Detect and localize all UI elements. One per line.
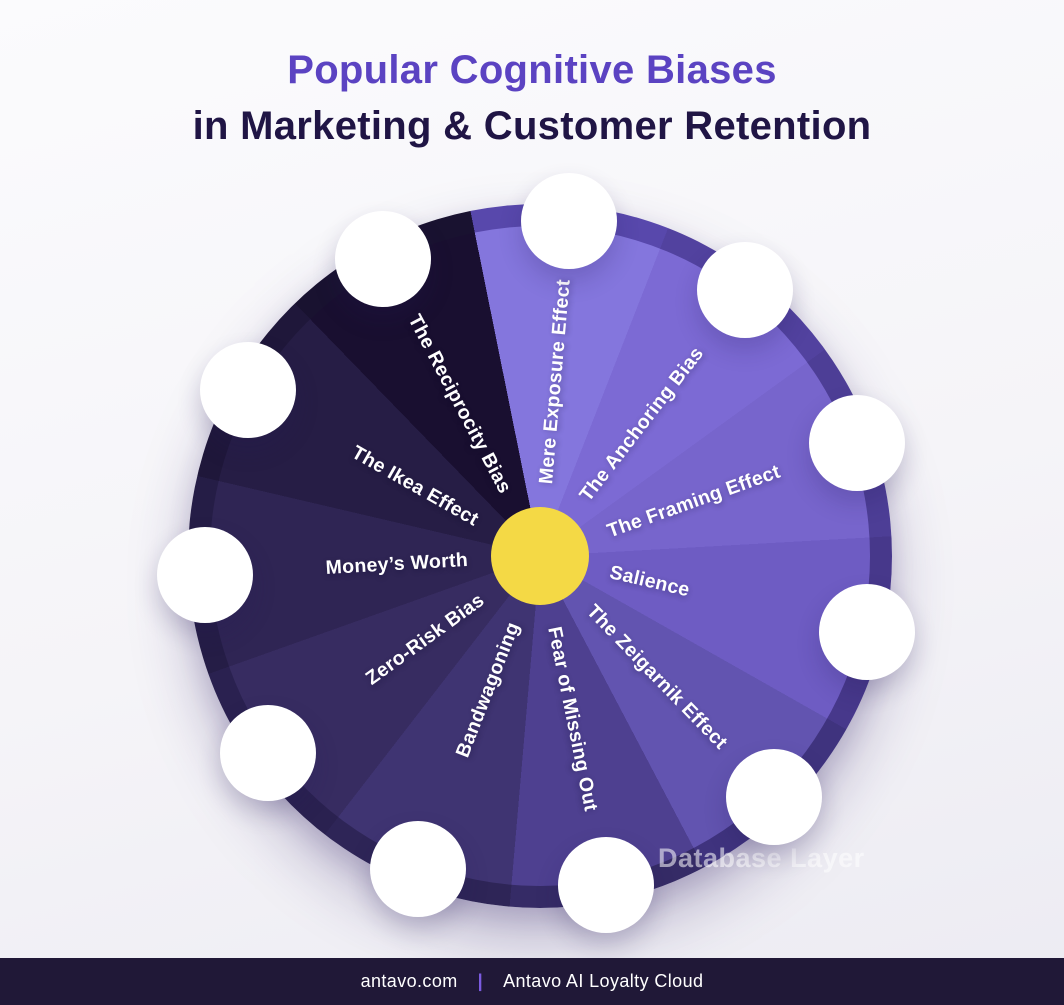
title-line-1: Popular Cognitive Biases bbox=[287, 48, 777, 92]
money-bag-icon: $ bbox=[185, 554, 224, 598]
puzzle-icon bbox=[754, 786, 791, 822]
segment-icon-badge bbox=[725, 749, 822, 846]
segment-icon-badge bbox=[697, 242, 794, 339]
footer-site-url: antavo.com bbox=[360, 971, 458, 991]
stamp-icon bbox=[837, 420, 877, 467]
tools-icon bbox=[219, 361, 275, 420]
segment-icon-badge bbox=[335, 210, 432, 307]
title-line-2: in Marketing & Customer Retention bbox=[192, 104, 872, 148]
watermark-text: Database Layer bbox=[658, 843, 865, 873]
segment-icon-badge bbox=[521, 173, 618, 270]
shield-check-icon bbox=[248, 730, 287, 776]
heart-icon bbox=[363, 242, 404, 280]
footer-bar: antavo.com | Antavo AI Loyalty Cloud bbox=[0, 958, 1064, 1005]
segment-icon-badge: $ bbox=[156, 526, 253, 623]
page-title: Popular Cognitive Biases in Marketing & … bbox=[0, 42, 1064, 154]
train-icon bbox=[399, 848, 438, 887]
footer-separator: | bbox=[477, 971, 484, 991]
svg-text:$: $ bbox=[198, 570, 210, 595]
star-icon bbox=[842, 615, 892, 659]
segment-icon-badge bbox=[369, 820, 466, 917]
footer-brand: Antavo AI Loyalty Cloud bbox=[503, 971, 704, 991]
stopwatch-icon bbox=[586, 861, 625, 909]
wheel-center-disc bbox=[491, 507, 589, 605]
eye-icon bbox=[543, 196, 595, 241]
segment-icon-badge bbox=[808, 395, 905, 492]
segment-icon-badge bbox=[199, 342, 296, 439]
segment-icon-badge bbox=[819, 584, 916, 681]
segment-icon-badge bbox=[219, 705, 316, 802]
anchor-icon bbox=[722, 267, 769, 313]
segment-icon-badge bbox=[558, 837, 655, 934]
